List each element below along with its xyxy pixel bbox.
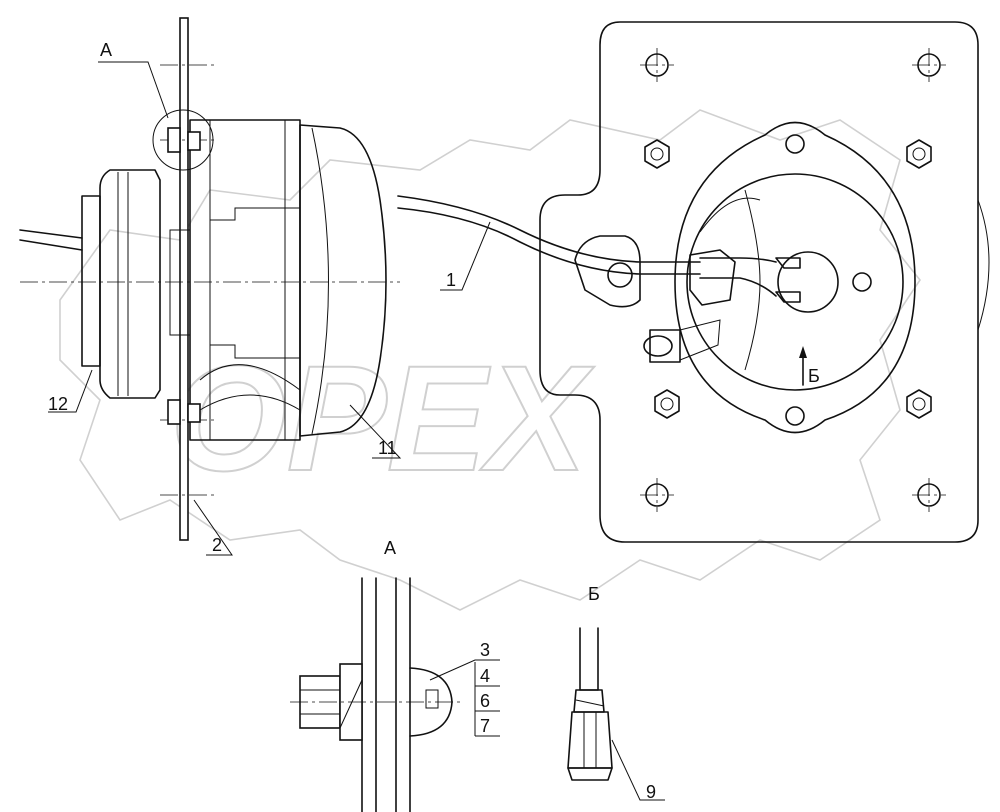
view-b-arrow-label: Б bbox=[808, 366, 820, 386]
bolt-bottom bbox=[167, 399, 201, 425]
connector-plug bbox=[689, 249, 736, 306]
callout-6: 6 bbox=[480, 691, 490, 711]
watermark-text: OPEX bbox=[170, 334, 595, 502]
callout-3: 3 bbox=[480, 640, 490, 660]
detail-b-terminal bbox=[567, 711, 613, 769]
rear-cap bbox=[99, 169, 161, 399]
watermark: OPEX bbox=[59, 109, 921, 611]
detail-a-marker: А bbox=[100, 40, 112, 60]
detail-a: А 3 4 6 7 bbox=[290, 538, 500, 812]
cable-left bbox=[19, 229, 83, 239]
callout-9: 9 bbox=[646, 782, 656, 802]
callout-4: 4 bbox=[480, 666, 490, 686]
mounting-plate bbox=[179, 17, 189, 541]
hex-nuts bbox=[644, 139, 932, 419]
wire-clamp bbox=[574, 235, 641, 308]
left-assembly: А 12 11 2 bbox=[19, 17, 402, 556]
lamp-opening bbox=[686, 173, 904, 391]
bolt-top bbox=[152, 109, 214, 171]
lamp-ring bbox=[674, 121, 916, 434]
wire-harness-1 bbox=[397, 195, 701, 263]
lamp-housing bbox=[189, 119, 301, 441]
detail-b-wire bbox=[579, 627, 599, 691]
callout-2: 2 bbox=[212, 535, 222, 555]
mounting-holes bbox=[640, 48, 946, 512]
rear-connector bbox=[81, 195, 101, 367]
mounting-flange bbox=[539, 21, 979, 543]
detail-a-title: А bbox=[384, 538, 396, 558]
callout-11: 11 bbox=[378, 438, 397, 458]
right-assembly: Б 1 bbox=[397, 21, 990, 543]
callout-12: 12 bbox=[48, 394, 68, 414]
detail-b-title: Б bbox=[588, 584, 600, 604]
detail-b: Б 9 bbox=[567, 584, 665, 802]
bulb-socket bbox=[777, 251, 839, 313]
callout-1: 1 bbox=[446, 270, 456, 290]
callout-7: 7 bbox=[480, 716, 490, 736]
